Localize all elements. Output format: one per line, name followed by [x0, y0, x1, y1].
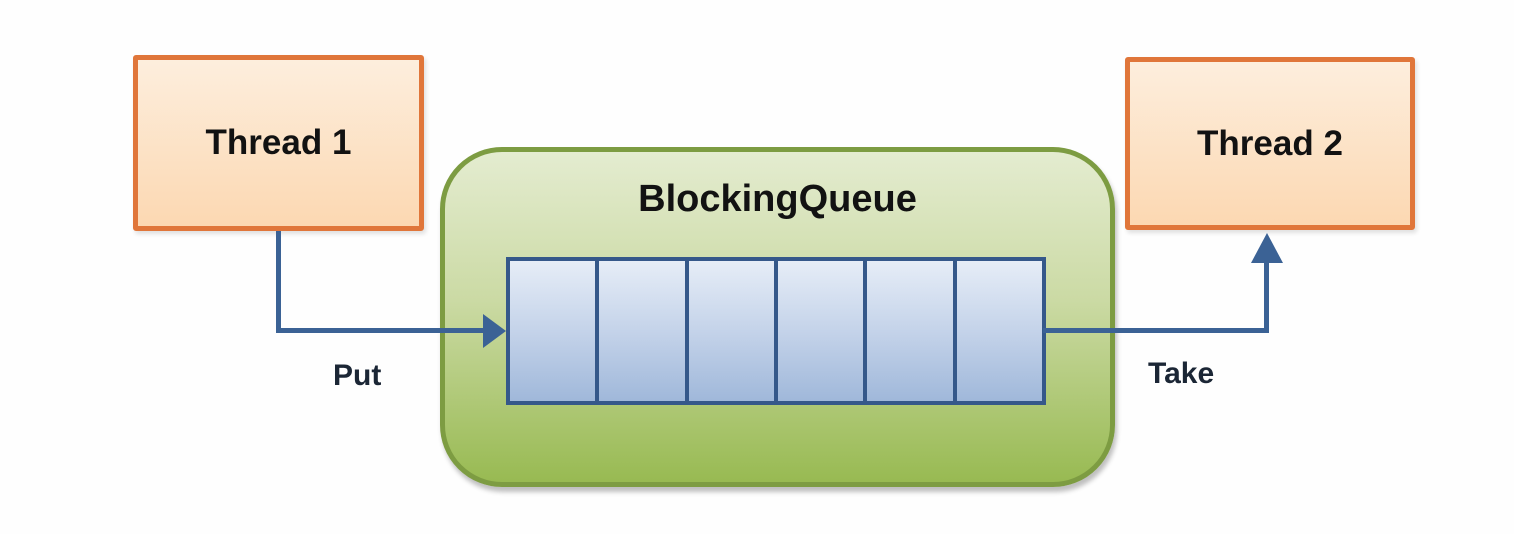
thread1-label: Thread 1	[205, 123, 352, 162]
queue-slot	[773, 261, 864, 401]
take-label: Take	[1148, 357, 1215, 390]
queue-slot	[952, 261, 1042, 401]
take-arrow-vertical-segment	[1264, 258, 1269, 333]
blocking-queue-title: BlockingQueue	[638, 178, 917, 220]
queue-slot	[863, 261, 953, 401]
thread2-box: Thread 2	[1125, 57, 1415, 230]
put-arrow-horizontal-segment	[276, 328, 486, 333]
queue-slots	[506, 257, 1046, 405]
queue-slot	[684, 261, 774, 401]
take-arrow-horizontal-segment	[1043, 328, 1269, 333]
queue-slot	[510, 261, 596, 401]
blocking-queue-container: BlockingQueue	[440, 147, 1115, 487]
queue-slot	[595, 261, 685, 401]
put-arrowhead-icon	[483, 314, 506, 348]
thread1-box: Thread 1	[133, 55, 424, 231]
put-arrow-vertical-segment	[276, 231, 281, 332]
thread2-label: Thread 2	[1197, 123, 1343, 163]
put-label: Put	[333, 359, 382, 392]
take-arrowhead-icon	[1251, 233, 1283, 263]
